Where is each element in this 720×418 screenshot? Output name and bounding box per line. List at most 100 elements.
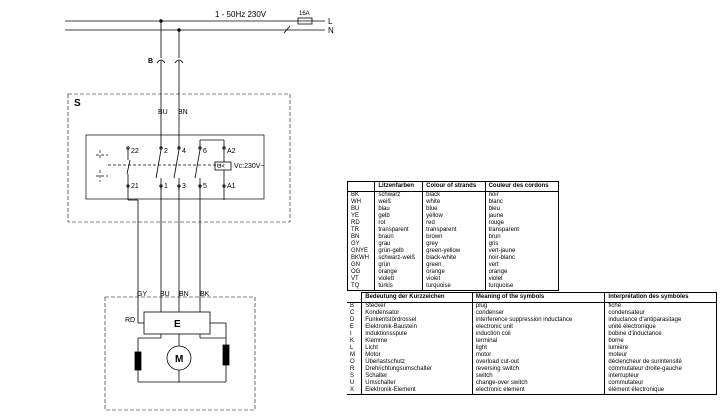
- capacitor-left: [134, 351, 142, 371]
- colors-table-row-cell: schwarz-weiß: [374, 255, 424, 262]
- colors-table-row-cell: TQ: [346, 283, 376, 291]
- motor-m-label: M: [175, 354, 183, 365]
- symbols-table-row-cell: electronic element: [471, 387, 606, 395]
- colors-table-row-cell: schwarz: [374, 191, 424, 199]
- symbols-table-row-cell: bobine d'inductance: [604, 331, 717, 338]
- symbols-table-row-cell: Kondensator: [361, 310, 473, 317]
- colors-table-row-cell: braun: [374, 234, 424, 241]
- symbols-header-fr: Interprétation des symboles: [604, 292, 717, 303]
- plug-label: B: [148, 58, 153, 65]
- symbols-table-row-cell: light: [471, 345, 606, 352]
- symbols-table-row-cell: reversing switch: [471, 366, 606, 373]
- fuse-symbol: [297, 17, 313, 25]
- switch-box-outline: [67, 93, 291, 223]
- colors-table-row-cell: GN: [346, 262, 376, 269]
- symbols-table-row-cell: U: [347, 380, 363, 387]
- colors-table-row-cell: gelb: [374, 213, 424, 220]
- wire-colors-table: Litzenfarben Colour of strands Couleur d…: [346, 181, 560, 291]
- colors-table-row-cell: red: [422, 220, 486, 227]
- colors-table-row-cell: orange: [422, 269, 486, 276]
- colors-table-row-cell: grau: [374, 241, 424, 248]
- symbols-table-row-cell: condenser: [471, 310, 606, 317]
- colors-table-row-cell: türkis: [374, 283, 424, 291]
- colors-table-row-cell: VT: [346, 276, 376, 283]
- colors-table-row-cell: brun: [484, 234, 560, 241]
- symbols-table-row-cell: inductance d'antiparasitage: [604, 317, 717, 324]
- undervoltage-coil: [214, 161, 232, 171]
- fuse-label: 16A: [299, 11, 310, 17]
- coil-label: U<: [217, 164, 225, 170]
- colors-table-row-cell: BKWH: [346, 255, 376, 262]
- symbols-table-row-cell: I: [347, 331, 363, 338]
- symbols-table-row-cell: Klemme: [361, 338, 473, 345]
- colors-table-row-cell: vert-jaune: [484, 248, 560, 255]
- symbols-table-row-cell: E: [347, 324, 363, 331]
- colors-table-row-cell: yellow: [422, 213, 486, 220]
- symbols-table-row-cell: X: [347, 387, 363, 395]
- colors-table-row-cell: YE: [346, 213, 376, 220]
- colors-table-row-cell: orange: [484, 269, 560, 276]
- colors-table-row-cell: grey: [422, 241, 486, 248]
- colors-table-row-cell: green-yellow: [422, 248, 486, 255]
- symbols-table-row-cell: S: [347, 373, 363, 380]
- colors-table-row-cell: transparent: [374, 227, 424, 234]
- symbols-table-row-cell: Elektronik-Baustein: [361, 324, 473, 331]
- symbols-table-row-cell: terminal: [471, 338, 606, 345]
- symbols-header-code: [347, 292, 363, 303]
- symbols-header-de: Bedeutung der Kurzzeichen: [361, 292, 473, 303]
- symbols-table-row-cell: Schalter: [361, 373, 473, 380]
- symbols-table-row-cell: Licht: [361, 345, 473, 352]
- supply-lines: [65, 17, 325, 34]
- symbols-table-row-cell: lumière: [604, 345, 717, 352]
- contact-bottom-5: 5: [203, 183, 207, 190]
- symbols-table-row-cell: induction coil: [471, 331, 606, 338]
- symbols-table-row-cell: overload cut-out: [471, 359, 606, 366]
- colors-table-row-cell: turquoise: [422, 283, 486, 291]
- colors-table-row-cell: grün: [374, 262, 424, 269]
- symbols-table-row-cell: élément électronique: [604, 387, 717, 395]
- colors-table-row-cell: transparent: [422, 227, 486, 234]
- colors-table-row-cell: jaune: [484, 213, 560, 220]
- supply-drops: [156, 19, 184, 117]
- contact-bottom-1: 1: [164, 183, 168, 190]
- symbols-table-row-cell: Drehrichtungsumschalter: [361, 366, 473, 373]
- symbols-table-row-cell: Induktionsspule: [361, 331, 473, 338]
- colors-table-row-cell: GNYE: [346, 248, 376, 255]
- colors-table-row-cell: BN: [346, 234, 376, 241]
- coil-voltage-label: Vc:230V~: [234, 163, 265, 170]
- symbols-table-row-cell: M: [347, 352, 363, 359]
- symbols-table-row-cell: L: [347, 345, 363, 352]
- colors-table-row-cell: orange: [374, 269, 424, 276]
- contact-bottom-a1: A1: [227, 183, 236, 190]
- supply-voltage-label: 1 - 50Hz 230V: [215, 10, 267, 19]
- electronic-unit-label: E: [174, 319, 181, 330]
- colors-table-row-cell: brown: [422, 234, 486, 241]
- symbols-table-row-cell: Überlastschutz: [361, 359, 473, 366]
- colors-table-row-cell: violet: [484, 276, 560, 283]
- symbols-table-row-cell: change-over switch: [471, 380, 606, 387]
- symbols-table-row-cell: moteur: [604, 352, 717, 359]
- colors-table-row-cell: noir: [484, 191, 560, 199]
- colors-table-row-cell: transparent: [484, 227, 560, 234]
- motor-wire-bk: BK: [200, 291, 210, 298]
- colors-table-row-cell: violett: [374, 276, 424, 283]
- colors-table-header: Litzenfarben Colour of strands Couleur d…: [346, 181, 560, 192]
- colors-table-row-cell: RD: [346, 220, 376, 227]
- line-l-label: L: [328, 17, 333, 26]
